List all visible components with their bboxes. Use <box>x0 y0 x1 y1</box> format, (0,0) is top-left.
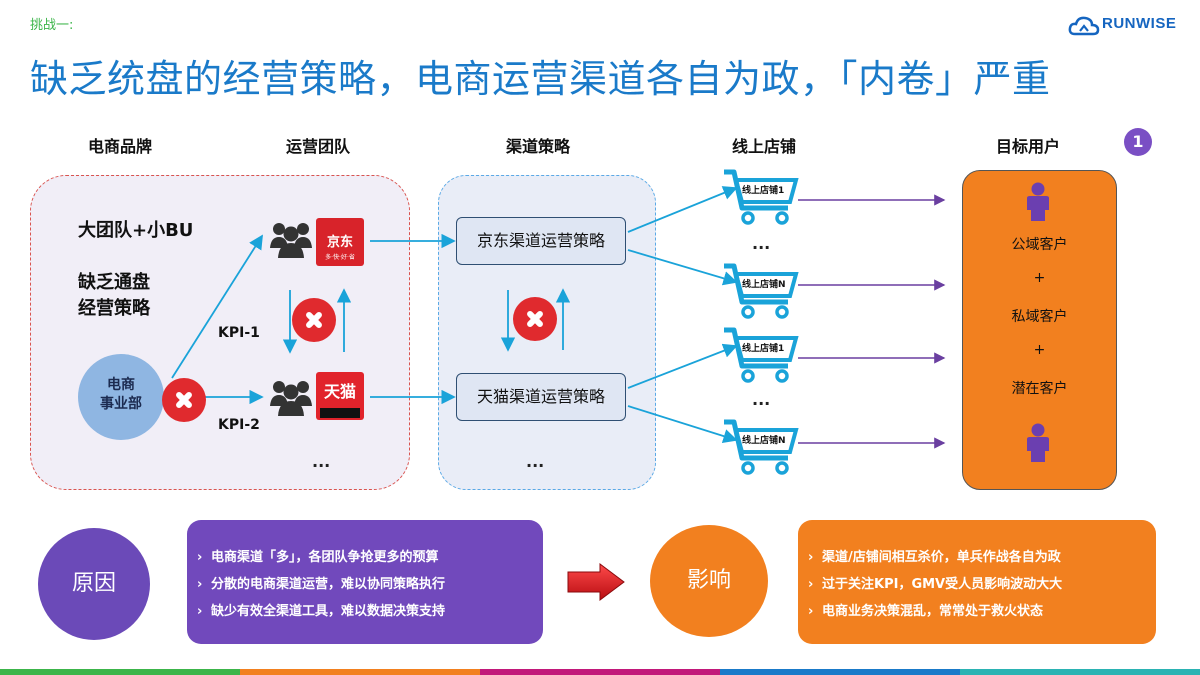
tmall-logo-icon: 天猫 <box>316 372 364 420</box>
person-icon-2 <box>1027 423 1049 462</box>
strategy-lack-label-2: 经营策略 <box>78 298 150 319</box>
store-label: 线上店铺N <box>742 436 786 446</box>
chevron-right-icon: › <box>197 577 203 592</box>
column-header-team: 运营团队 <box>285 137 350 156</box>
bottom-bar-teal <box>960 669 1200 675</box>
bottom-bar-orange <box>240 669 480 675</box>
plus-sign-1: + <box>1033 270 1046 286</box>
effect-bullet-3: › 电商业务决策混乱，常常处于救火状态 <box>808 598 1156 625</box>
effect-bullet-text: 电商业务决策混乱，常常处于救火状态 <box>822 604 1044 619</box>
person-icon <box>1027 182 1049 221</box>
step-number-badge: 1 <box>1124 128 1152 156</box>
bottom-bar-magenta <box>480 669 720 675</box>
team-people-icon <box>270 223 312 258</box>
public-domain-customers: 公域客户 <box>1011 237 1068 253</box>
store-label: 线上店铺1 <box>742 344 785 354</box>
kpi-2-label: KPI-2 <box>218 417 260 433</box>
cause-bullet-text: 电商渠道「多」，各团队争抢更多的预算 <box>211 550 439 565</box>
column-header-target: 目标用户 <box>995 137 1060 156</box>
jd-logo-subtext: 多·快·好·省 <box>325 254 355 261</box>
store-label: 线上店铺N <box>742 280 786 290</box>
arrow-jd-to-storeN <box>627 249 738 286</box>
tmall-logo-band <box>320 408 360 418</box>
arrow-right-icon <box>567 563 625 601</box>
store-more-ellipsis-2: ... <box>752 390 771 409</box>
plus-sign-2: + <box>1033 342 1046 358</box>
arrow-tmall-to-storeN <box>627 405 738 444</box>
bottom-bar-blue <box>720 669 960 675</box>
shopping-cart-icon <box>724 169 799 225</box>
bottom-bar-green <box>0 669 240 675</box>
arrow-jd-to-store1 <box>627 186 738 233</box>
column-header-channel: 渠道策略 <box>505 137 570 156</box>
effect-bullet-text: 渠道/店铺间相互杀价，单兵作战各自为政 <box>822 550 1061 565</box>
tmall-logo-text: 天猫 <box>323 382 356 401</box>
jd-logo-text: 京东 <box>326 235 353 250</box>
dept-label-2: 事业部 <box>100 396 142 412</box>
team-people-icon-2 <box>270 381 312 416</box>
team-conflict-x-icon <box>292 298 336 342</box>
cause-bullet-text: 分散的电商渠道运营，难以协同策略执行 <box>211 577 446 592</box>
chevron-right-icon: › <box>197 550 203 565</box>
cause-bullet-2: › 分散的电商渠道运营，难以协同策略执行 <box>197 571 543 598</box>
store-cart-n: 线上店铺N <box>722 262 802 322</box>
target-users-container <box>962 170 1117 490</box>
chevron-right-icon: › <box>808 577 814 592</box>
slide-tag: 挑战一: <box>30 18 74 33</box>
store-label: 线上店铺1 <box>742 186 785 196</box>
chevron-right-icon: › <box>197 604 203 619</box>
potential-customers: 潜在客户 <box>1011 381 1068 397</box>
store-cart-1: 线上店铺1 <box>722 168 802 228</box>
kpi-1-label: KPI-1 <box>218 325 260 341</box>
cloud-logo-icon <box>1068 16 1100 36</box>
strategy-conflict-x-icon <box>513 297 557 341</box>
cause-box: ›电商渠道「多」，各团队争抢更多的预算 ›分散的电商渠道运营，难以协同策略执行 … <box>187 520 543 644</box>
store-cart-nb: 线上店铺N <box>722 418 802 478</box>
cause-circle: 原因 <box>38 528 150 640</box>
dept-label-1: 电商 <box>107 377 135 393</box>
arrow-dept-to-jd-team <box>171 234 263 379</box>
private-domain-customers: 私域客户 <box>1011 309 1068 325</box>
shopping-cart-icon <box>724 419 799 475</box>
column-header-brand: 电商品牌 <box>87 137 152 156</box>
effect-bullet-text: 过于关注KPI，GMV受人员影响波动大大 <box>822 577 1063 592</box>
effect-bullet-1: › 渠道/店铺间相互杀价，单兵作战各自为政 <box>808 544 1156 571</box>
cause-bullet-3: › 缺少有效全渠道工具，难以数据决策支持 <box>197 598 543 625</box>
tmall-strategy-box: 天猫渠道运营策略 <box>456 373 626 421</box>
chevron-right-icon: › <box>808 550 814 565</box>
effect-bullet-2: › 过于关注KPI，GMV受人员影响波动大大 <box>808 571 1156 598</box>
column-header-stores: 线上店铺 <box>731 137 796 156</box>
brand-logo-text: RUNWISE <box>1102 15 1177 32</box>
store-cart-1b: 线上店铺1 <box>722 326 802 386</box>
strategy-more-ellipsis: ... <box>526 452 545 471</box>
effect-box: › 渠道/店铺间相互杀价，单兵作战各自为政 › 过于关注KPI，GMV受人员影响波动… <box>798 520 1156 644</box>
page-title: 缺乏统盘的经营策略，电商运营渠道各自为政，「内卷」严重 <box>30 57 1051 101</box>
strategy-lack-label-1: 缺乏通盘 <box>78 272 150 293</box>
chevron-right-icon: › <box>808 604 814 619</box>
team-more-ellipsis: ... <box>312 452 331 471</box>
ecommerce-department-node: 电商 事业部 <box>78 354 164 440</box>
jd-strategy-box: 京东渠道运营策略 <box>456 217 626 265</box>
effect-circle: 影响 <box>650 525 768 637</box>
jd-logo-icon: 京东 多·快·好·省 <box>316 218 364 266</box>
arrow-tmall-to-store1 <box>627 343 738 389</box>
cause-bullet-1: › 电商渠道「多」，各团队争抢更多的预算 <box>197 544 543 571</box>
shopping-cart-icon <box>724 327 799 383</box>
shopping-cart-icon <box>724 263 799 319</box>
store-more-ellipsis-1: ... <box>752 234 771 253</box>
cause-bullet-text: 缺少有效全渠道工具，难以数据决策支持 <box>211 604 446 619</box>
team-structure-label: 大团队+小BU <box>78 220 194 241</box>
conflict-x-icon <box>162 378 206 422</box>
